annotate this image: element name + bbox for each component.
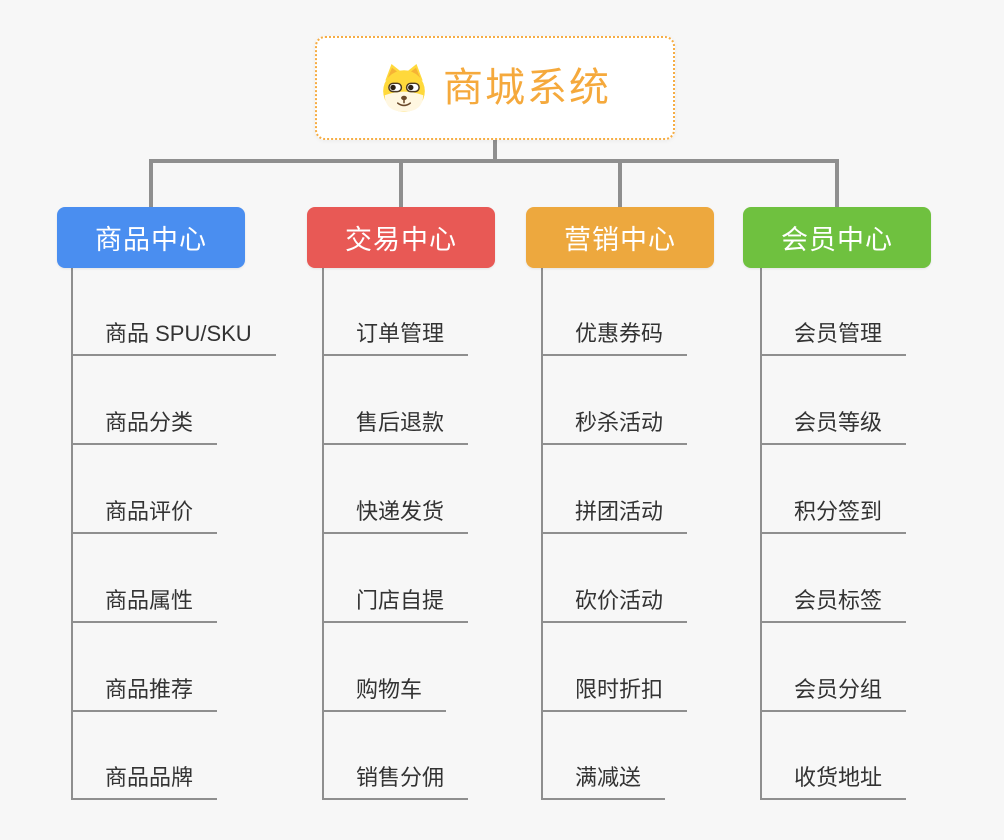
leaf-node[interactable]: 销售分佣 — [322, 758, 469, 800]
branch-member-center[interactable]: 会员中心 — [743, 207, 931, 268]
connector-column-product — [71, 268, 73, 800]
leaf-node[interactable]: 优惠券码 — [541, 314, 688, 356]
connector-column-member — [760, 268, 762, 800]
leaf-node[interactable]: 秒杀活动 — [541, 403, 688, 445]
dog-face-icon — [383, 64, 425, 112]
branch-label: 营销中心 — [564, 225, 676, 255]
leaf-node[interactable]: 售后退款 — [322, 403, 469, 445]
leaf-node[interactable]: 门店自提 — [322, 581, 469, 623]
branch-label: 会员中心 — [781, 225, 893, 255]
leaf-node[interactable]: 砍价活动 — [541, 581, 688, 623]
connector-column-trade — [322, 268, 324, 800]
branch-product-center[interactable]: 商品中心 — [57, 207, 245, 268]
connector-column-marketing — [541, 268, 543, 800]
leaf-node[interactable]: 会员等级 — [760, 403, 907, 445]
leaf-node[interactable]: 商品推荐 — [71, 670, 218, 712]
leaf-node[interactable]: 商品属性 — [71, 581, 218, 623]
leaf-node[interactable]: 商品 SPU/SKU — [71, 314, 276, 356]
root-title: 商城系统 — [443, 66, 611, 110]
branch-marketing-center[interactable]: 营销中心 — [526, 207, 714, 268]
root-node[interactable]: 商城系统 — [315, 36, 675, 140]
leaf-node[interactable]: 拼团活动 — [541, 492, 688, 534]
leaf-node[interactable]: 积分签到 — [760, 492, 907, 534]
leaf-node[interactable]: 购物车 — [322, 670, 447, 712]
connector-drop-member — [835, 159, 839, 209]
leaf-node[interactable]: 商品评价 — [71, 492, 218, 534]
branch-label: 商品中心 — [95, 225, 207, 255]
leaf-node[interactable]: 满减送 — [541, 758, 666, 800]
leaf-node[interactable]: 收货地址 — [760, 758, 907, 800]
leaf-node[interactable]: 会员管理 — [760, 314, 907, 356]
branch-trade-center[interactable]: 交易中心 — [307, 207, 495, 268]
leaf-node[interactable]: 商品分类 — [71, 403, 218, 445]
connector-root-stub — [493, 139, 497, 161]
leaf-node[interactable]: 限时折扣 — [541, 670, 688, 712]
connector-drop-trade — [399, 159, 403, 209]
leaf-node[interactable]: 会员分组 — [760, 670, 907, 712]
leaf-node[interactable]: 快递发货 — [322, 492, 469, 534]
connector-drop-product — [149, 159, 153, 209]
connector-drop-marketing — [618, 159, 622, 209]
leaf-node[interactable]: 商品品牌 — [71, 758, 218, 800]
connector-horizontal-bar — [149, 159, 839, 163]
leaf-node[interactable]: 会员标签 — [760, 581, 907, 623]
leaf-node[interactable]: 订单管理 — [322, 314, 469, 356]
branch-label: 交易中心 — [345, 225, 457, 255]
